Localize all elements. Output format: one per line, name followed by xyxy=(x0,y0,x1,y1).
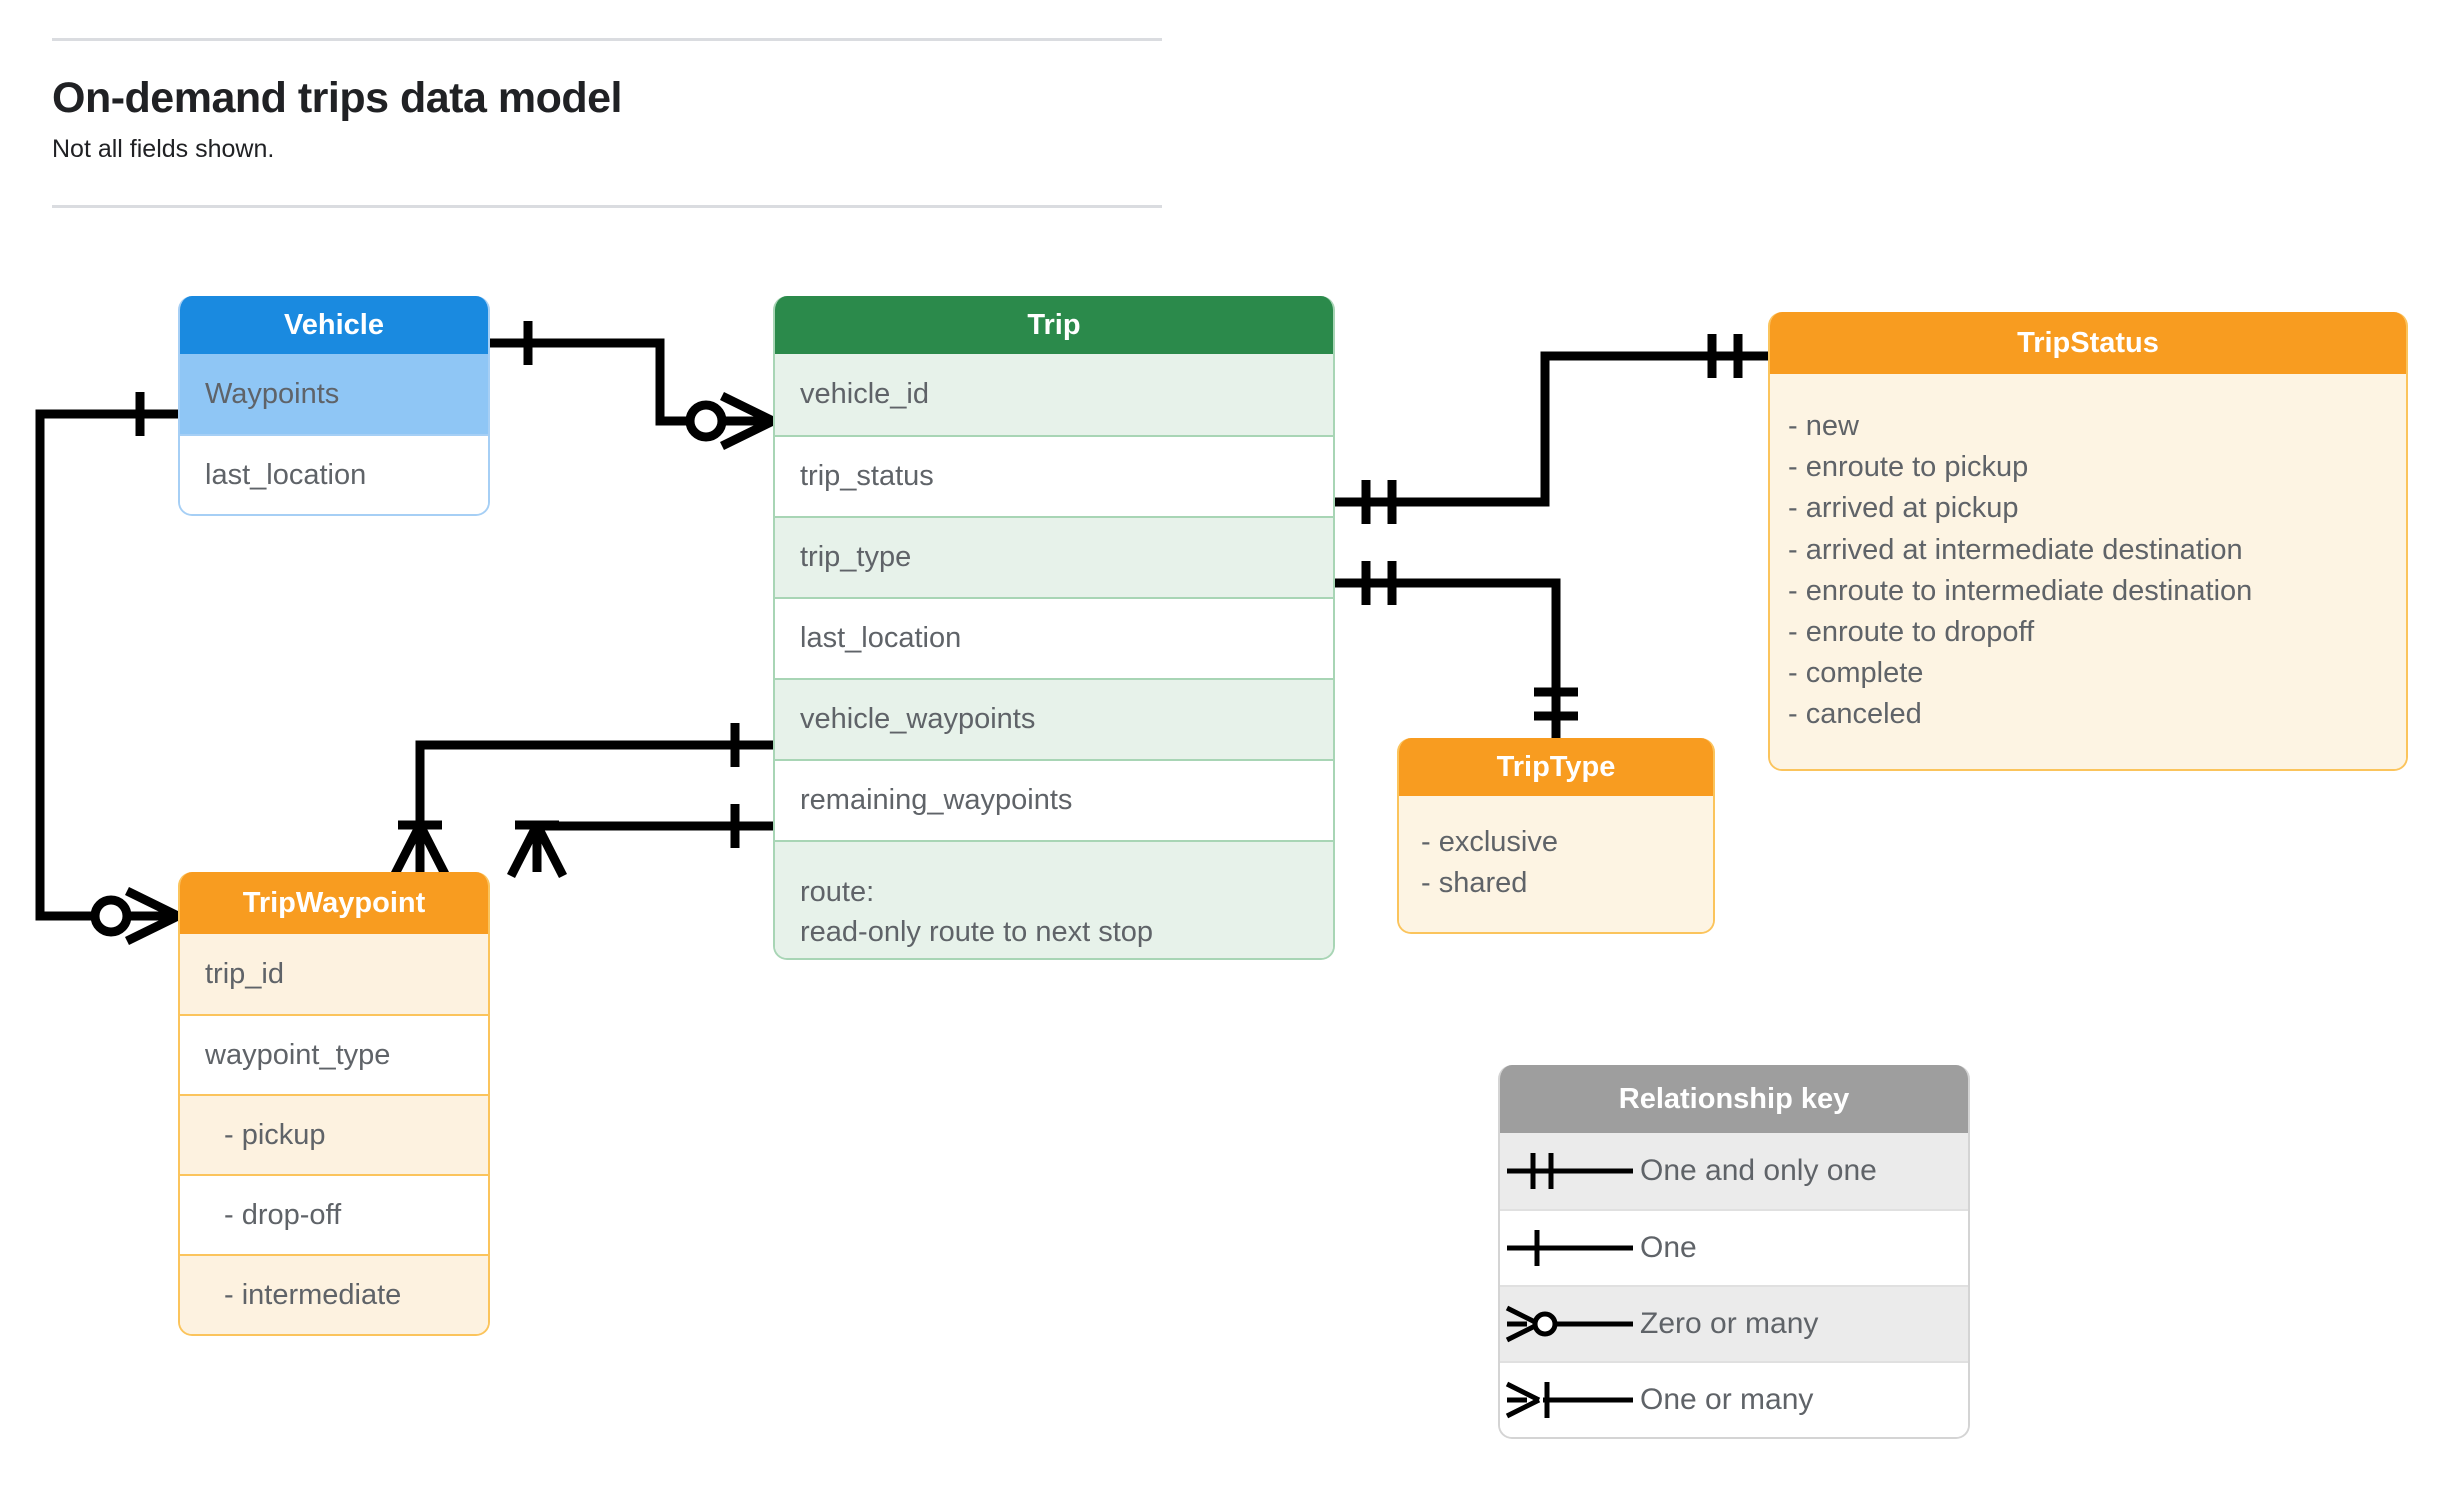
entity-trip-type-title: TripType xyxy=(1399,738,1713,796)
page-title: On-demand trips data model xyxy=(52,74,622,122)
connector-trip-remainingwaypoints xyxy=(532,821,773,872)
header-rule-top xyxy=(52,38,1162,41)
legend-label: One and only one xyxy=(1640,1154,1877,1187)
entity-vehicle-title: Vehicle xyxy=(180,296,488,354)
one-and-only-one-icon xyxy=(1500,1141,1640,1201)
legend-row-one-or-many: One or many xyxy=(1500,1361,1968,1437)
field-trip-route-line2: read-only route to next stop xyxy=(800,916,1154,949)
field-vehicle-last-location[interactable]: last_location xyxy=(180,434,488,514)
entity-trip-waypoint-title: TripWaypoint xyxy=(180,872,488,934)
trip-status-value: - complete xyxy=(1788,657,1924,690)
legend-label: One xyxy=(1640,1231,1697,1264)
header-rule-bottom xyxy=(52,205,1162,208)
entity-trip-status[interactable]: TripStatus - new - enroute to pickup - a… xyxy=(1768,312,2408,772)
trip-status-value: - new xyxy=(1788,410,1859,442)
entity-vehicle[interactable]: Vehicle Waypoints last_location xyxy=(178,296,490,516)
legend-label: Zero or many xyxy=(1640,1307,1819,1340)
connector-vehicle-tripwaypoint xyxy=(35,409,178,921)
legend-row-zero-or-many: Zero or many xyxy=(1500,1285,1968,1361)
trip-status-value: - enroute to dropoff xyxy=(1788,615,2035,648)
connector-trip-vehiclewaypoints xyxy=(415,740,773,872)
relationship-key-title: Relationship key xyxy=(1500,1065,1968,1133)
relationship-key-legend[interactable]: Relationship key One and only one One xyxy=(1498,1065,1970,1439)
entity-trip-status-title: TripStatus xyxy=(1770,312,2406,374)
field-trip-route-line1: route: xyxy=(800,876,875,908)
zeroormany-trip-vehicleid xyxy=(685,391,775,451)
trip-status-value: - arrived at intermediate destination xyxy=(1788,533,2243,566)
entity-trip-type[interactable]: TripType - exclusive - shared xyxy=(1397,738,1715,935)
page-header: On-demand trips data model Not all field… xyxy=(52,38,1162,164)
field-trip-trip-type[interactable]: trip_type xyxy=(775,516,1333,597)
zero-or-many-icon xyxy=(1500,1294,1640,1354)
connector-vehicle-trip xyxy=(490,338,773,426)
entity-trip-status-values: - new - enroute to pickup - arrived at p… xyxy=(1770,374,2406,770)
trip-type-value: - exclusive xyxy=(1421,826,1558,858)
legend-row-one-and-only-one: One and only one xyxy=(1500,1133,1968,1209)
trip-type-value: - shared xyxy=(1421,867,1528,900)
page-subtitle: Not all fields shown. xyxy=(52,135,275,164)
field-trip-route[interactable]: route: read-only route to next stop xyxy=(775,840,1333,958)
one-icon xyxy=(1500,1218,1640,1278)
field-tripwaypoint-value-dropoff[interactable]: - drop-off xyxy=(180,1174,488,1254)
field-tripwaypoint-value-pickup[interactable]: - pickup xyxy=(180,1094,488,1174)
field-trip-vehicle-waypoints[interactable]: vehicle_waypoints xyxy=(775,678,1333,759)
connector-trip-triptype xyxy=(1335,578,1561,738)
entity-trip-waypoint[interactable]: TripWaypoint trip_id waypoint_type - pic… xyxy=(178,872,490,1336)
legend-row-one: One xyxy=(1500,1209,1968,1285)
one-or-many-icon xyxy=(1500,1370,1640,1430)
field-trip-trip-status[interactable]: trip_status xyxy=(775,435,1333,516)
entity-trip-title: Trip xyxy=(775,296,1333,354)
zeroormany-tripwaypoint xyxy=(90,886,180,946)
field-trip-last-location[interactable]: last_location xyxy=(775,597,1333,678)
crowsfoot-remainingwaypoints xyxy=(506,822,568,879)
entity-trip-type-values: - exclusive - shared xyxy=(1399,796,1713,933)
trip-status-value: - enroute to intermediate destination xyxy=(1788,574,2253,607)
field-vehicle-waypoints[interactable]: Waypoints xyxy=(180,354,488,434)
field-trip-vehicle-id[interactable]: vehicle_id xyxy=(775,354,1333,435)
entity-trip[interactable]: Trip vehicle_id trip_status trip_type la… xyxy=(773,296,1335,960)
field-trip-remaining-waypoints[interactable]: remaining_waypoints xyxy=(775,759,1333,840)
field-tripwaypoint-trip-id[interactable]: trip_id xyxy=(180,934,488,1014)
field-tripwaypoint-waypoint-type[interactable]: waypoint_type xyxy=(180,1014,488,1094)
legend-label: One or many xyxy=(1640,1383,1814,1416)
trip-status-value: - enroute to pickup xyxy=(1788,451,2029,484)
connector-trip-tripstatus xyxy=(1335,351,1768,507)
crowsfoot-vehiclewaypoints xyxy=(389,822,451,879)
trip-status-value: - canceled xyxy=(1788,698,1922,731)
trip-status-value: - arrived at pickup xyxy=(1788,492,2019,525)
field-tripwaypoint-value-intermediate[interactable]: - intermediate xyxy=(180,1254,488,1334)
